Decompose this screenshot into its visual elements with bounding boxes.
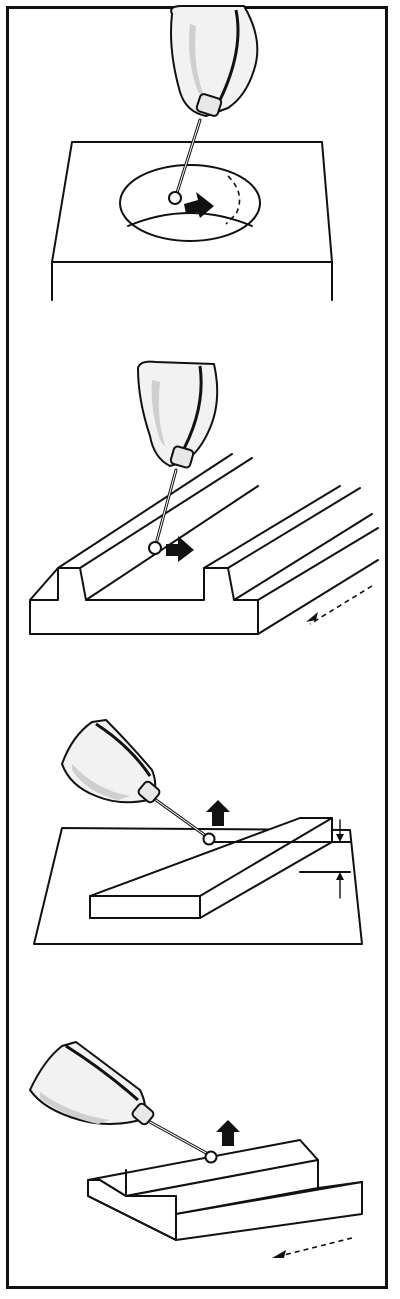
panel-bore-probing [51, 5, 333, 301]
solid-direction-arrow [306, 612, 318, 622]
stepped-workpiece [87, 1139, 363, 1241]
solid-push-arrow [166, 536, 194, 562]
circular-motion-dashed-arrow [225, 175, 241, 225]
height-dimension [207, 819, 351, 899]
linear-motion-dashed-arrow [309, 585, 373, 625]
solid-direction-arrow [184, 192, 214, 218]
solid-lift-arrow [206, 800, 230, 826]
t-slot-workpiece [29, 453, 379, 635]
probe [61, 719, 216, 846]
probe [168, 5, 259, 205]
panel-step-height [33, 719, 363, 945]
solid-lift-arrow [216, 1120, 240, 1146]
probe [137, 360, 219, 555]
linear-motion-dashed-arrow [279, 1237, 353, 1257]
panel-profile-scanning [29, 1041, 363, 1258]
panel-t-slot-probing [29, 360, 379, 635]
solid-direction-arrow [272, 1250, 286, 1258]
probe [29, 1041, 218, 1164]
